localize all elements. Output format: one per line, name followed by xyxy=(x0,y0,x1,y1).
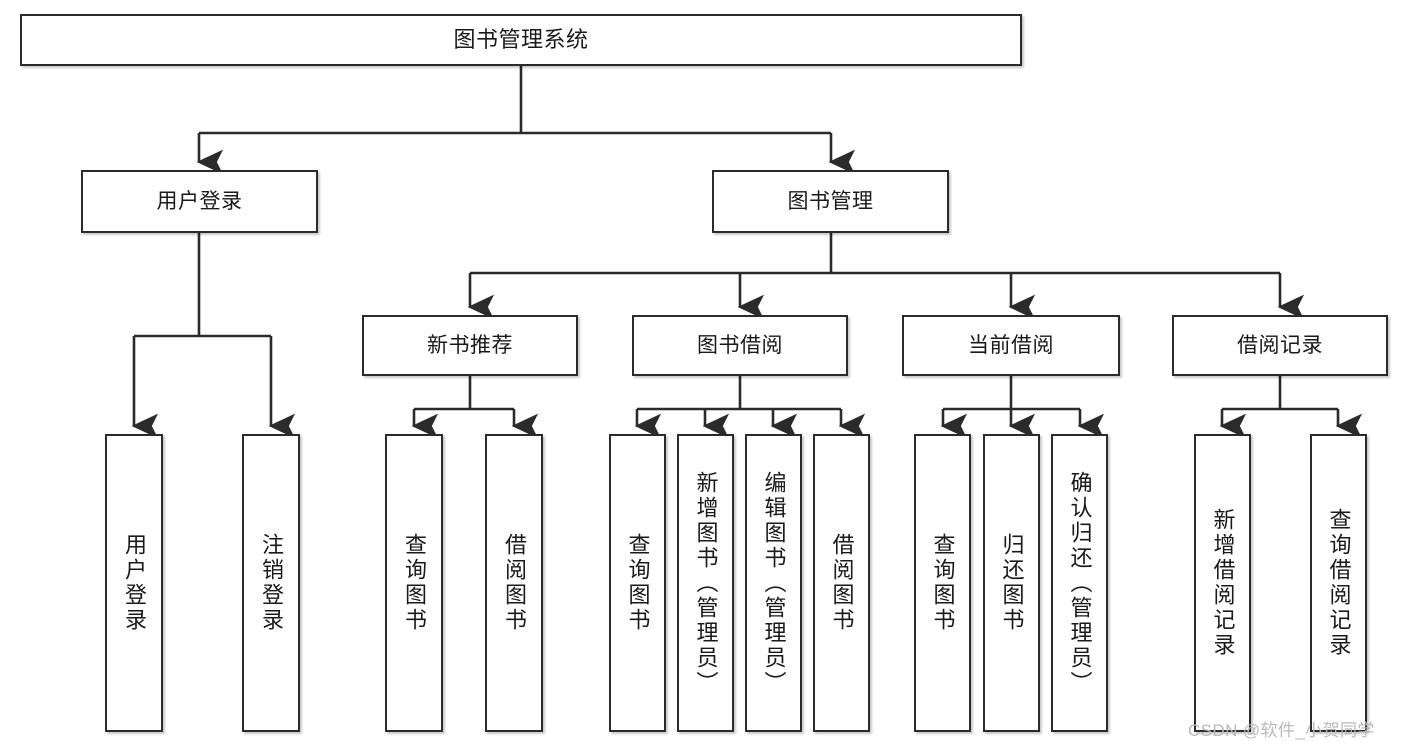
leaf-add-borrow-record[interactable]: 新增借阅记录 xyxy=(1194,434,1251,732)
leaf-user-login[interactable]: 用户登录 xyxy=(105,434,163,732)
node-user-login[interactable]: 用户登录 xyxy=(81,170,318,233)
leaf-query-book-current[interactable]: 查询图书 xyxy=(914,434,971,732)
node-book-management[interactable]: 图书管理 xyxy=(712,170,949,233)
node-label: 查询图书 xyxy=(625,533,651,633)
watermark-text: CSDN @软件_小贺同学 xyxy=(1188,721,1375,740)
leaf-confirm-return-admin[interactable]: 确认归还（管理员） xyxy=(1051,434,1108,732)
node-label: 用户登录 xyxy=(156,189,243,213)
node-root-system[interactable]: 图书管理系统 xyxy=(20,14,1022,66)
node-label: 借阅记录 xyxy=(1237,333,1323,357)
node-label: 注销登录 xyxy=(259,533,284,633)
node-label: 用户登录 xyxy=(122,533,147,633)
node-label: 归还图书 xyxy=(999,533,1025,633)
leaf-logout[interactable]: 注销登录 xyxy=(242,434,300,732)
node-label: 查询图书 xyxy=(930,533,956,633)
node-label: 新增图书（管理员） xyxy=(693,470,719,696)
leaf-edit-book-admin[interactable]: 编辑图书（管理员） xyxy=(745,434,802,732)
leaf-borrow-book[interactable]: 借阅图书 xyxy=(813,434,870,732)
leaf-borrow-book-recommend[interactable]: 借阅图书 xyxy=(485,434,543,732)
node-borrow-record[interactable]: 借阅记录 xyxy=(1172,315,1388,376)
node-label: 新书推荐 xyxy=(427,333,513,357)
node-label: 图书管理系统 xyxy=(453,27,589,53)
leaf-add-book-admin[interactable]: 新增图书（管理员） xyxy=(677,434,734,732)
leaf-return-book[interactable]: 归还图书 xyxy=(983,434,1040,732)
node-new-book-recommend[interactable]: 新书推荐 xyxy=(362,315,578,376)
node-book-borrow[interactable]: 图书借阅 xyxy=(632,315,848,376)
node-label: 当前借阅 xyxy=(968,333,1054,357)
node-current-borrow[interactable]: 当前借阅 xyxy=(902,315,1120,376)
leaf-query-borrow-record[interactable]: 查询借阅记录 xyxy=(1310,434,1367,732)
node-label: 图书管理 xyxy=(787,189,874,213)
node-label: 编辑图书（管理员） xyxy=(761,470,787,696)
node-label: 查询图书 xyxy=(402,533,427,633)
node-label: 图书借阅 xyxy=(697,333,783,357)
node-label: 新增借阅记录 xyxy=(1210,508,1236,658)
node-label: 确认归还（管理员） xyxy=(1067,470,1093,696)
leaf-query-book-recommend[interactable]: 查询图书 xyxy=(385,434,443,732)
leaf-query-book-borrow[interactable]: 查询图书 xyxy=(609,434,666,732)
node-label: 借阅图书 xyxy=(502,533,527,633)
node-label: 借阅图书 xyxy=(829,533,855,633)
node-label: 查询借阅记录 xyxy=(1326,508,1352,658)
